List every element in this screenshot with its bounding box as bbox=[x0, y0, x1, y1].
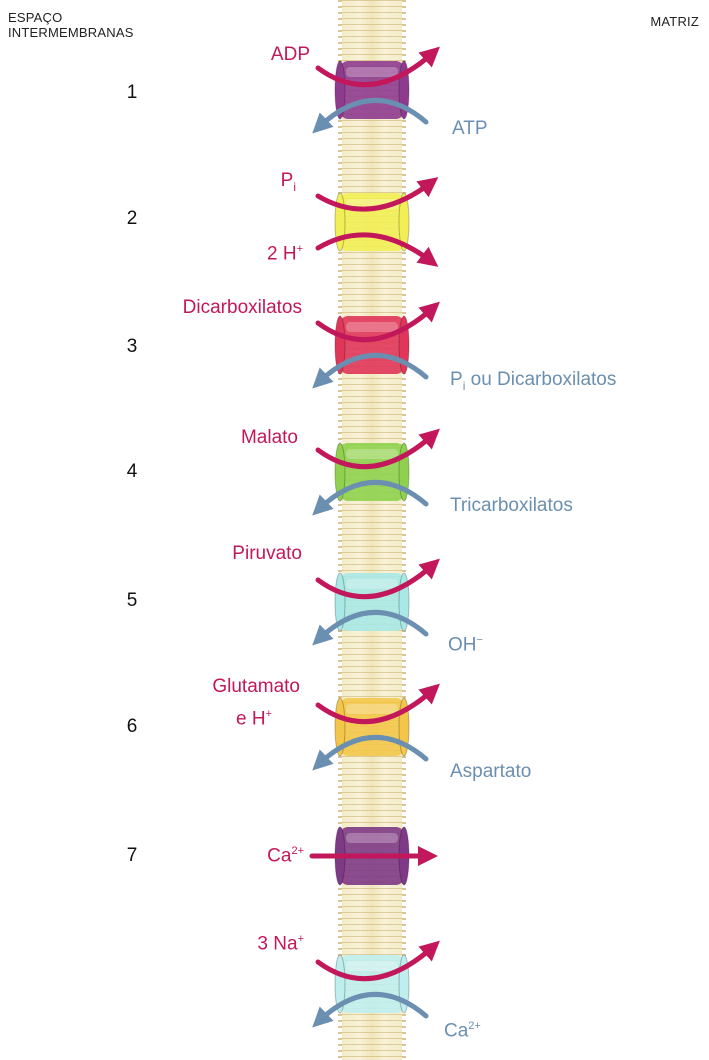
substrate-in-4: Malato bbox=[200, 427, 298, 449]
transporter-number-6: 6 bbox=[120, 716, 144, 738]
transporter-number-4: 4 bbox=[120, 461, 144, 483]
substrate-in-6: Glutamato bbox=[180, 676, 300, 698]
substrate-in-3: Dicarboxilatos bbox=[140, 297, 302, 319]
transporter-number-5: 5 bbox=[120, 590, 144, 612]
transporter-number-3: 3 bbox=[120, 336, 144, 358]
substrate-in-8: 3 Na+ bbox=[200, 928, 304, 955]
substrate-in-5: Piruvato bbox=[190, 543, 302, 565]
substrate-out-1: ATP bbox=[452, 118, 488, 140]
substrate-in-7: Ca2+ bbox=[200, 840, 304, 867]
substrate-out-8: Ca2+ bbox=[444, 1015, 481, 1042]
substrate-out-6: Aspartato bbox=[450, 761, 531, 783]
substrate-in-2b: 2 H+ bbox=[200, 238, 303, 265]
substrate-out-5: OH− bbox=[448, 629, 483, 656]
transporter-number-7: 7 bbox=[120, 845, 144, 867]
substrate-in-2: Pi bbox=[200, 170, 296, 198]
substrate-in-6b: e H+ bbox=[180, 703, 272, 730]
substrate-out-4: Tricarboxilatos bbox=[450, 495, 573, 517]
transporter-number-2: 2 bbox=[120, 208, 144, 230]
substrate-out-3: Pi ou Dicarboxilatos bbox=[450, 369, 616, 397]
substrate-in-1: ADP bbox=[200, 44, 310, 66]
transporter-number-1: 1 bbox=[120, 82, 144, 104]
